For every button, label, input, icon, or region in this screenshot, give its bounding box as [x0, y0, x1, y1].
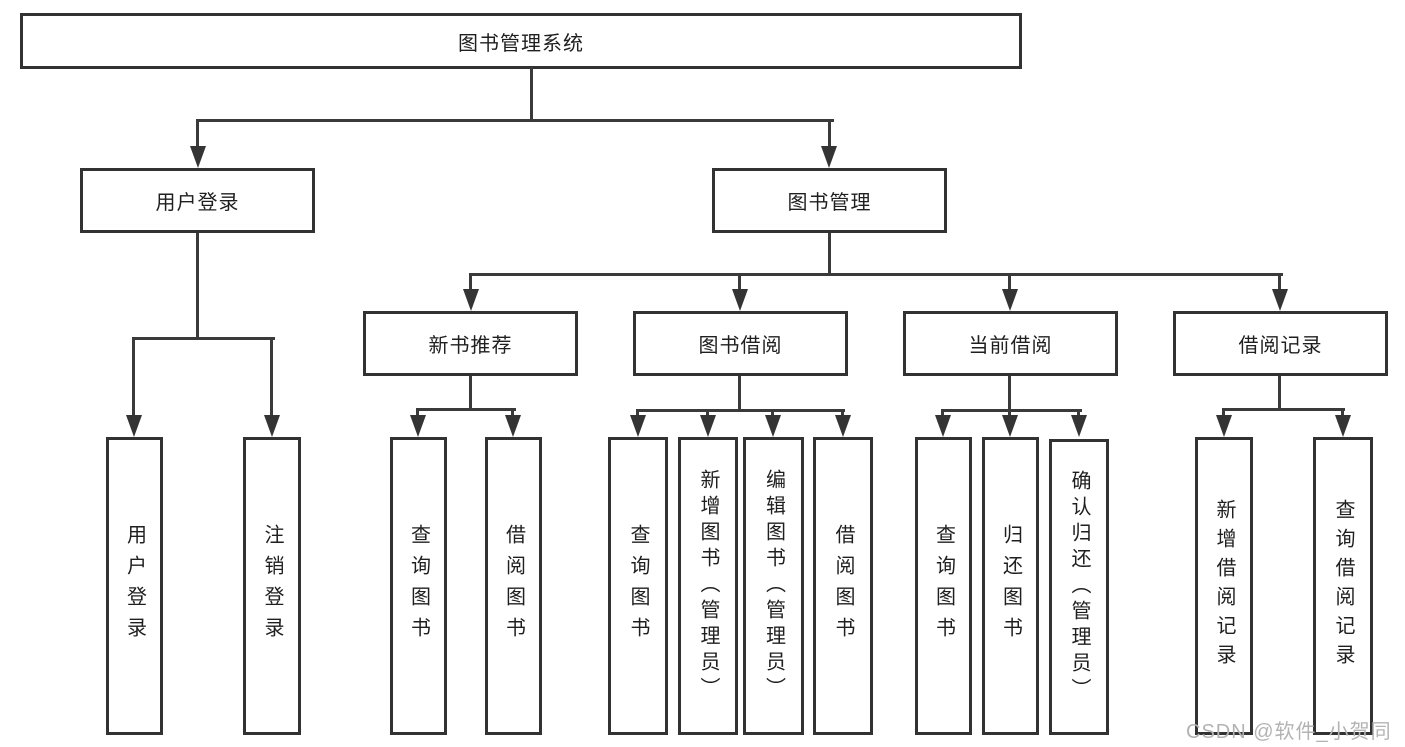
leaf-query-borrow-record: 查询借阅记录 [1313, 437, 1373, 735]
node-current-borrow: 当前借阅 [903, 311, 1118, 376]
csdn-watermark: CSDN @软件_小贺同学 [1186, 721, 1392, 743]
connector-root-drop [530, 67, 533, 119]
connector-g5-stem-2 [1341, 408, 1344, 420]
arrowhead-g3-2 [700, 415, 716, 437]
connector-book-mgmt-stem [828, 119, 831, 149]
leaf-query-borrow-record-label: 查询借阅记录 [1332, 499, 1354, 673]
node-book-management: 图书管理 [712, 168, 947, 233]
node-borrow-records-label: 借阅记录 [1238, 335, 1323, 357]
leaf-user-login-label: 用户登录 [123, 524, 146, 648]
connector-g5-rail [1222, 408, 1345, 411]
leaf-logout: 注销登录 [243, 437, 301, 735]
arrowhead-g3-4 [835, 415, 851, 437]
connector-g3-rail [637, 409, 845, 412]
node-library-system-label: 图书管理系统 [458, 32, 584, 55]
leaf-add-borrow-record-label: 新增借阅记录 [1213, 499, 1235, 673]
connector-g2-stem-1 [416, 408, 419, 420]
arrowhead-g4-1 [935, 415, 951, 437]
arrowhead-new-book [463, 289, 479, 311]
arrowhead-g4-2 [1002, 415, 1018, 437]
arrowhead-borrow-records [1272, 289, 1288, 311]
leaf-return-books: 归还图书 [982, 437, 1039, 735]
arrowhead-g1-2 [264, 415, 280, 437]
connector-g2-rail [416, 408, 516, 411]
leaf-return-books-label: 归还图书 [999, 524, 1022, 648]
node-book-borrow: 图书借阅 [633, 311, 848, 376]
node-borrow-records: 借阅记录 [1173, 311, 1388, 376]
leaf-confirm-return-admin-label: 确认归还（管理员） [1068, 470, 1090, 704]
connector-g5-stem-1 [1222, 408, 1225, 420]
node-library-system: 图书管理系统 [20, 13, 1022, 69]
connector-g4-rail [941, 409, 1082, 412]
connector-g3-stem-1 [636, 409, 639, 419]
leaf-edit-books-admin: 编辑图书（管理员） [743, 437, 804, 735]
arrowhead-current-borrow [1002, 289, 1018, 311]
arrowhead-g2-1 [410, 415, 426, 437]
connector-g3-stem-3 [771, 409, 774, 419]
connector-g3-stem-2 [706, 409, 709, 419]
connector-user-login-stem [196, 119, 199, 149]
connector-g4-stem-1 [941, 409, 944, 419]
leaf-query-books-recommend-label: 查询图书 [407, 524, 430, 648]
leaf-query-books-current-label: 查询图书 [932, 524, 955, 648]
leaf-confirm-return-admin: 确认归还（管理员） [1049, 439, 1109, 735]
leaf-query-books-borrow-label: 查询图书 [627, 524, 649, 648]
node-user-login: 用户登录 [80, 168, 315, 233]
leaf-borrow-books: 借阅图书 [813, 437, 873, 735]
leaf-add-books-admin-label: 新增图书（管理员） [697, 469, 719, 703]
leaf-edit-books-admin-label: 编辑图书（管理员） [762, 469, 785, 703]
arrowhead-g4-3 [1071, 415, 1087, 437]
leaf-query-books-current: 查询图书 [915, 437, 972, 735]
arrowhead-book-mgmt [821, 146, 837, 168]
connector-g5-drop [1278, 376, 1281, 411]
connector-g4-stem-3 [1077, 409, 1080, 419]
arrowhead-g5-2 [1335, 415, 1351, 437]
connector-book-mgmt-drop [828, 233, 831, 276]
connector-current-borrow-stem [1008, 273, 1011, 291]
node-user-login-label: 用户登录 [155, 192, 240, 214]
leaf-logout-label: 注销登录 [261, 524, 283, 648]
arrowhead-g3-3 [765, 415, 781, 437]
arrowhead-g5-1 [1216, 415, 1232, 437]
connector-g1-drop [196, 233, 199, 340]
connector-borrow-records-stem [1278, 273, 1281, 291]
arrowhead-book-borrow [732, 289, 748, 311]
connector-g2-stem-2 [511, 408, 514, 420]
node-book-management-label: 图书管理 [787, 192, 872, 214]
leaf-borrow-books-recommend-label: 借阅图书 [502, 524, 525, 648]
arrowhead-g2-2 [505, 415, 521, 437]
connector-g2-drop [469, 376, 472, 411]
leaf-user-login: 用户登录 [106, 437, 163, 735]
leaf-query-books-recommend: 查询图书 [390, 437, 447, 735]
connector-g1-stem-1 [132, 337, 135, 417]
leaf-add-borrow-record: 新增借阅记录 [1195, 437, 1253, 735]
connector-level2-rail [197, 119, 834, 122]
node-book-borrow-label: 图书借阅 [698, 335, 783, 357]
leaf-add-books-admin: 新增图书（管理员） [678, 437, 738, 735]
connector-g4-stem-2 [1008, 409, 1011, 419]
connector-g3-drop [738, 376, 741, 412]
arrowhead-user-login [190, 146, 206, 168]
connector-g1-rail [133, 337, 275, 340]
leaf-borrow-books-recommend: 借阅图书 [485, 437, 542, 735]
arrowhead-g1-1 [126, 415, 142, 437]
arrowhead-g3-1 [630, 415, 646, 437]
connector-g1-stem-2 [270, 337, 273, 417]
node-new-book-recommend-label: 新书推荐 [428, 335, 513, 357]
connector-new-book-stem [469, 273, 472, 291]
leaf-query-books-borrow: 查询图书 [608, 437, 668, 735]
node-current-borrow-label: 当前借阅 [968, 335, 1053, 357]
connector-book-borrow-stem [738, 273, 741, 291]
connector-level3-rail [470, 273, 1283, 276]
connector-g4-drop [1008, 376, 1011, 412]
connector-g3-stem-4 [841, 409, 844, 419]
leaf-borrow-books-label: 借阅图书 [832, 524, 854, 648]
node-new-book-recommend: 新书推荐 [363, 311, 578, 376]
